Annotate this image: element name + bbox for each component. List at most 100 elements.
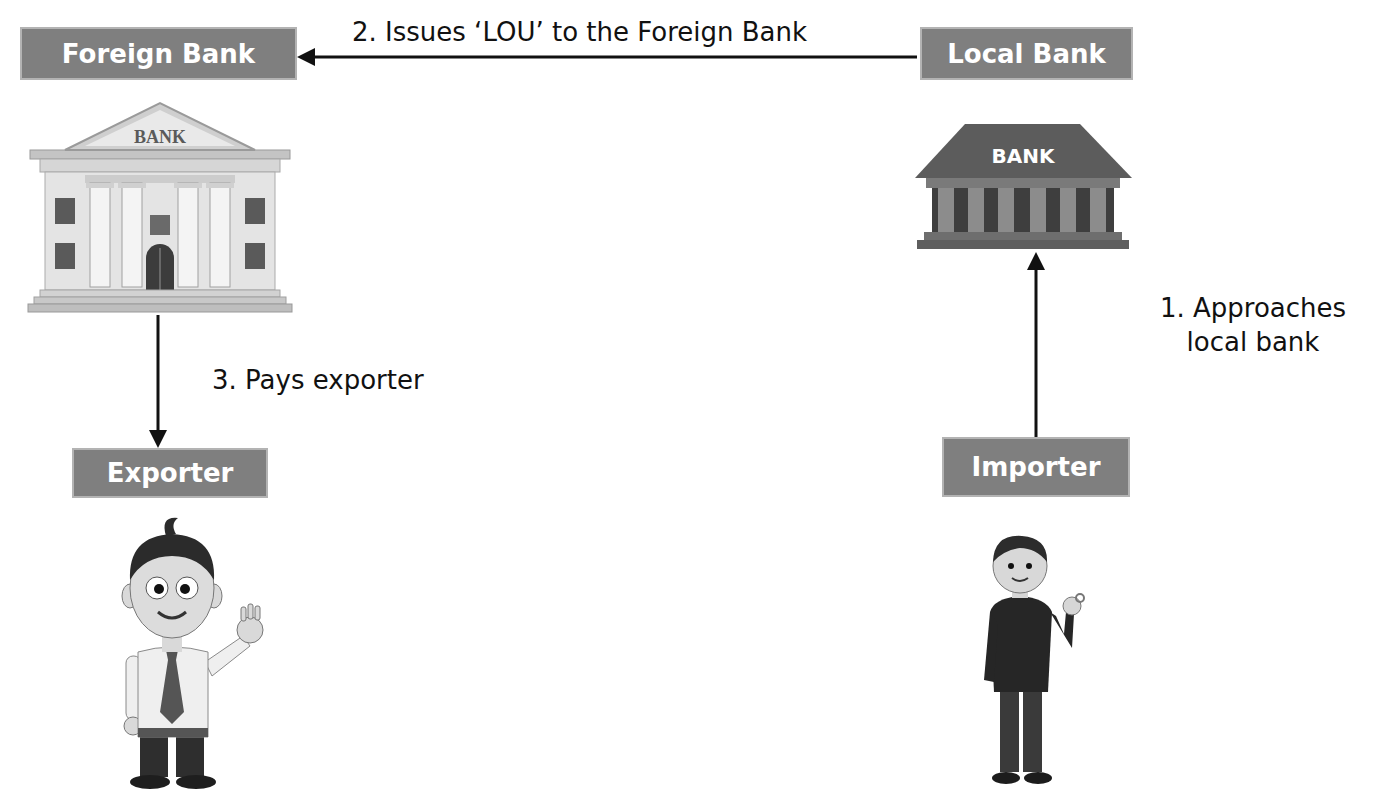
step-label: 1. Approaches local bank [1124,292,1382,360]
flow-arrow [149,315,167,448]
node-label: Exporter [107,458,234,488]
bank-building-part [30,150,290,159]
exporter-figure-part [158,612,186,618]
importer-figure [984,536,1084,784]
bank-building-part [65,103,255,150]
bank-building-part [55,243,75,269]
bank-building-part [926,178,1120,188]
importer-figure-part [1050,612,1074,648]
importer-figure-part [1026,563,1032,569]
exporter-figure-part [241,607,246,621]
exporter-figure-part [205,636,250,676]
bank-building-part [34,297,286,304]
party-node: Exporter [72,448,268,498]
exporter-figure-part [130,534,214,580]
step-label: 3. Pays exporter [208,364,428,398]
bank-building-part [210,183,230,287]
bank-building-part [159,248,161,290]
arrow-line [1035,268,1038,437]
bank-building-part [245,198,265,224]
importer-figure-part [1000,690,1019,772]
bank-building-part [45,172,275,290]
label-box: Exporter [72,448,268,498]
bank-node: Foreign Bank [20,27,297,315]
party-node: Importer [942,437,1130,497]
bank-building-part [1090,188,1106,232]
bank-building-part [924,232,1122,240]
bank-building-part [245,243,265,269]
importer-figure-part [1012,578,1028,581]
importer-figure-part [1024,772,1052,784]
node-label: Local Bank [947,39,1106,69]
exporter-figure-part [180,584,190,594]
exporter-figure-part [160,650,184,724]
importer-figure-part [1063,597,1081,615]
arrow-head [149,430,167,448]
bank-building-part [55,198,75,224]
node-label: Foreign Bank [62,39,255,69]
label-box-content: Importer [972,452,1101,482]
label-box: Foreign Bank [20,27,297,80]
bank-building-part [1030,188,1046,232]
flow-arrow [297,48,917,66]
bank-building-part [40,290,280,297]
importer-figure-part [1076,594,1084,602]
bank-building-part [206,183,234,188]
node-label: Importer [972,452,1101,482]
arrow-line [313,56,917,59]
bank-building-part [85,175,235,183]
exporter-figure-part [130,775,170,789]
bank-building-part [915,124,1132,178]
exporter-figure-part [248,604,253,619]
bank-building-part [28,304,292,312]
exporter-figure-part [176,735,204,777]
bank-building-part [932,188,1114,232]
exporter-figure-part [138,647,208,737]
exporter-figure-part [176,775,216,789]
label-box-content: Exporter [107,458,234,488]
exporter-figure-part [255,606,260,620]
bank-building-part [178,183,198,287]
exporter-figure-part [154,584,164,594]
building-sign: BANK [992,144,1055,168]
exporter-figure-part [140,735,168,777]
importer-figure-part [1008,563,1014,569]
bank-building-part [917,240,1129,249]
arrow-head [1027,252,1045,270]
label-box-content: Foreign Bank [62,39,255,69]
label-box: Local Bank [920,27,1133,80]
bank-building-part [174,183,202,188]
bank-building-part [998,188,1014,232]
bank-building [915,124,1132,249]
bank-building-part [40,159,280,172]
step-label: 2. Issues ‘LOU’ to the Foreign Bank [348,16,811,50]
bank-node: Local Bank [917,27,1133,252]
bank-building-part [146,244,174,290]
bank-building-part [122,183,142,287]
importer-figure-part [984,612,998,682]
label-box: Importer [942,437,1130,497]
building-sign: BANK [134,127,186,148]
bank-building-part [118,183,146,188]
importer-figure-part [993,536,1047,562]
exporter-figure-part [237,617,263,643]
bank-building-part [86,183,114,188]
label-box-content: Local Bank [947,39,1106,69]
importer-figure-part [992,772,1020,784]
bank-building-part [1060,188,1076,232]
exporter-figure-part [176,577,198,599]
importer-figure-part [1023,690,1042,772]
bank-building [28,103,292,312]
importer-figure-part [990,596,1052,692]
bank-building-part [968,188,984,232]
arrow-line [157,315,160,432]
arrow-head [297,48,315,66]
bank-building-part [90,183,110,287]
exporter-figure-part [165,518,179,536]
bank-building-part [938,188,954,232]
exporter-figure-part [138,728,208,737]
exporter-figure [122,518,263,789]
